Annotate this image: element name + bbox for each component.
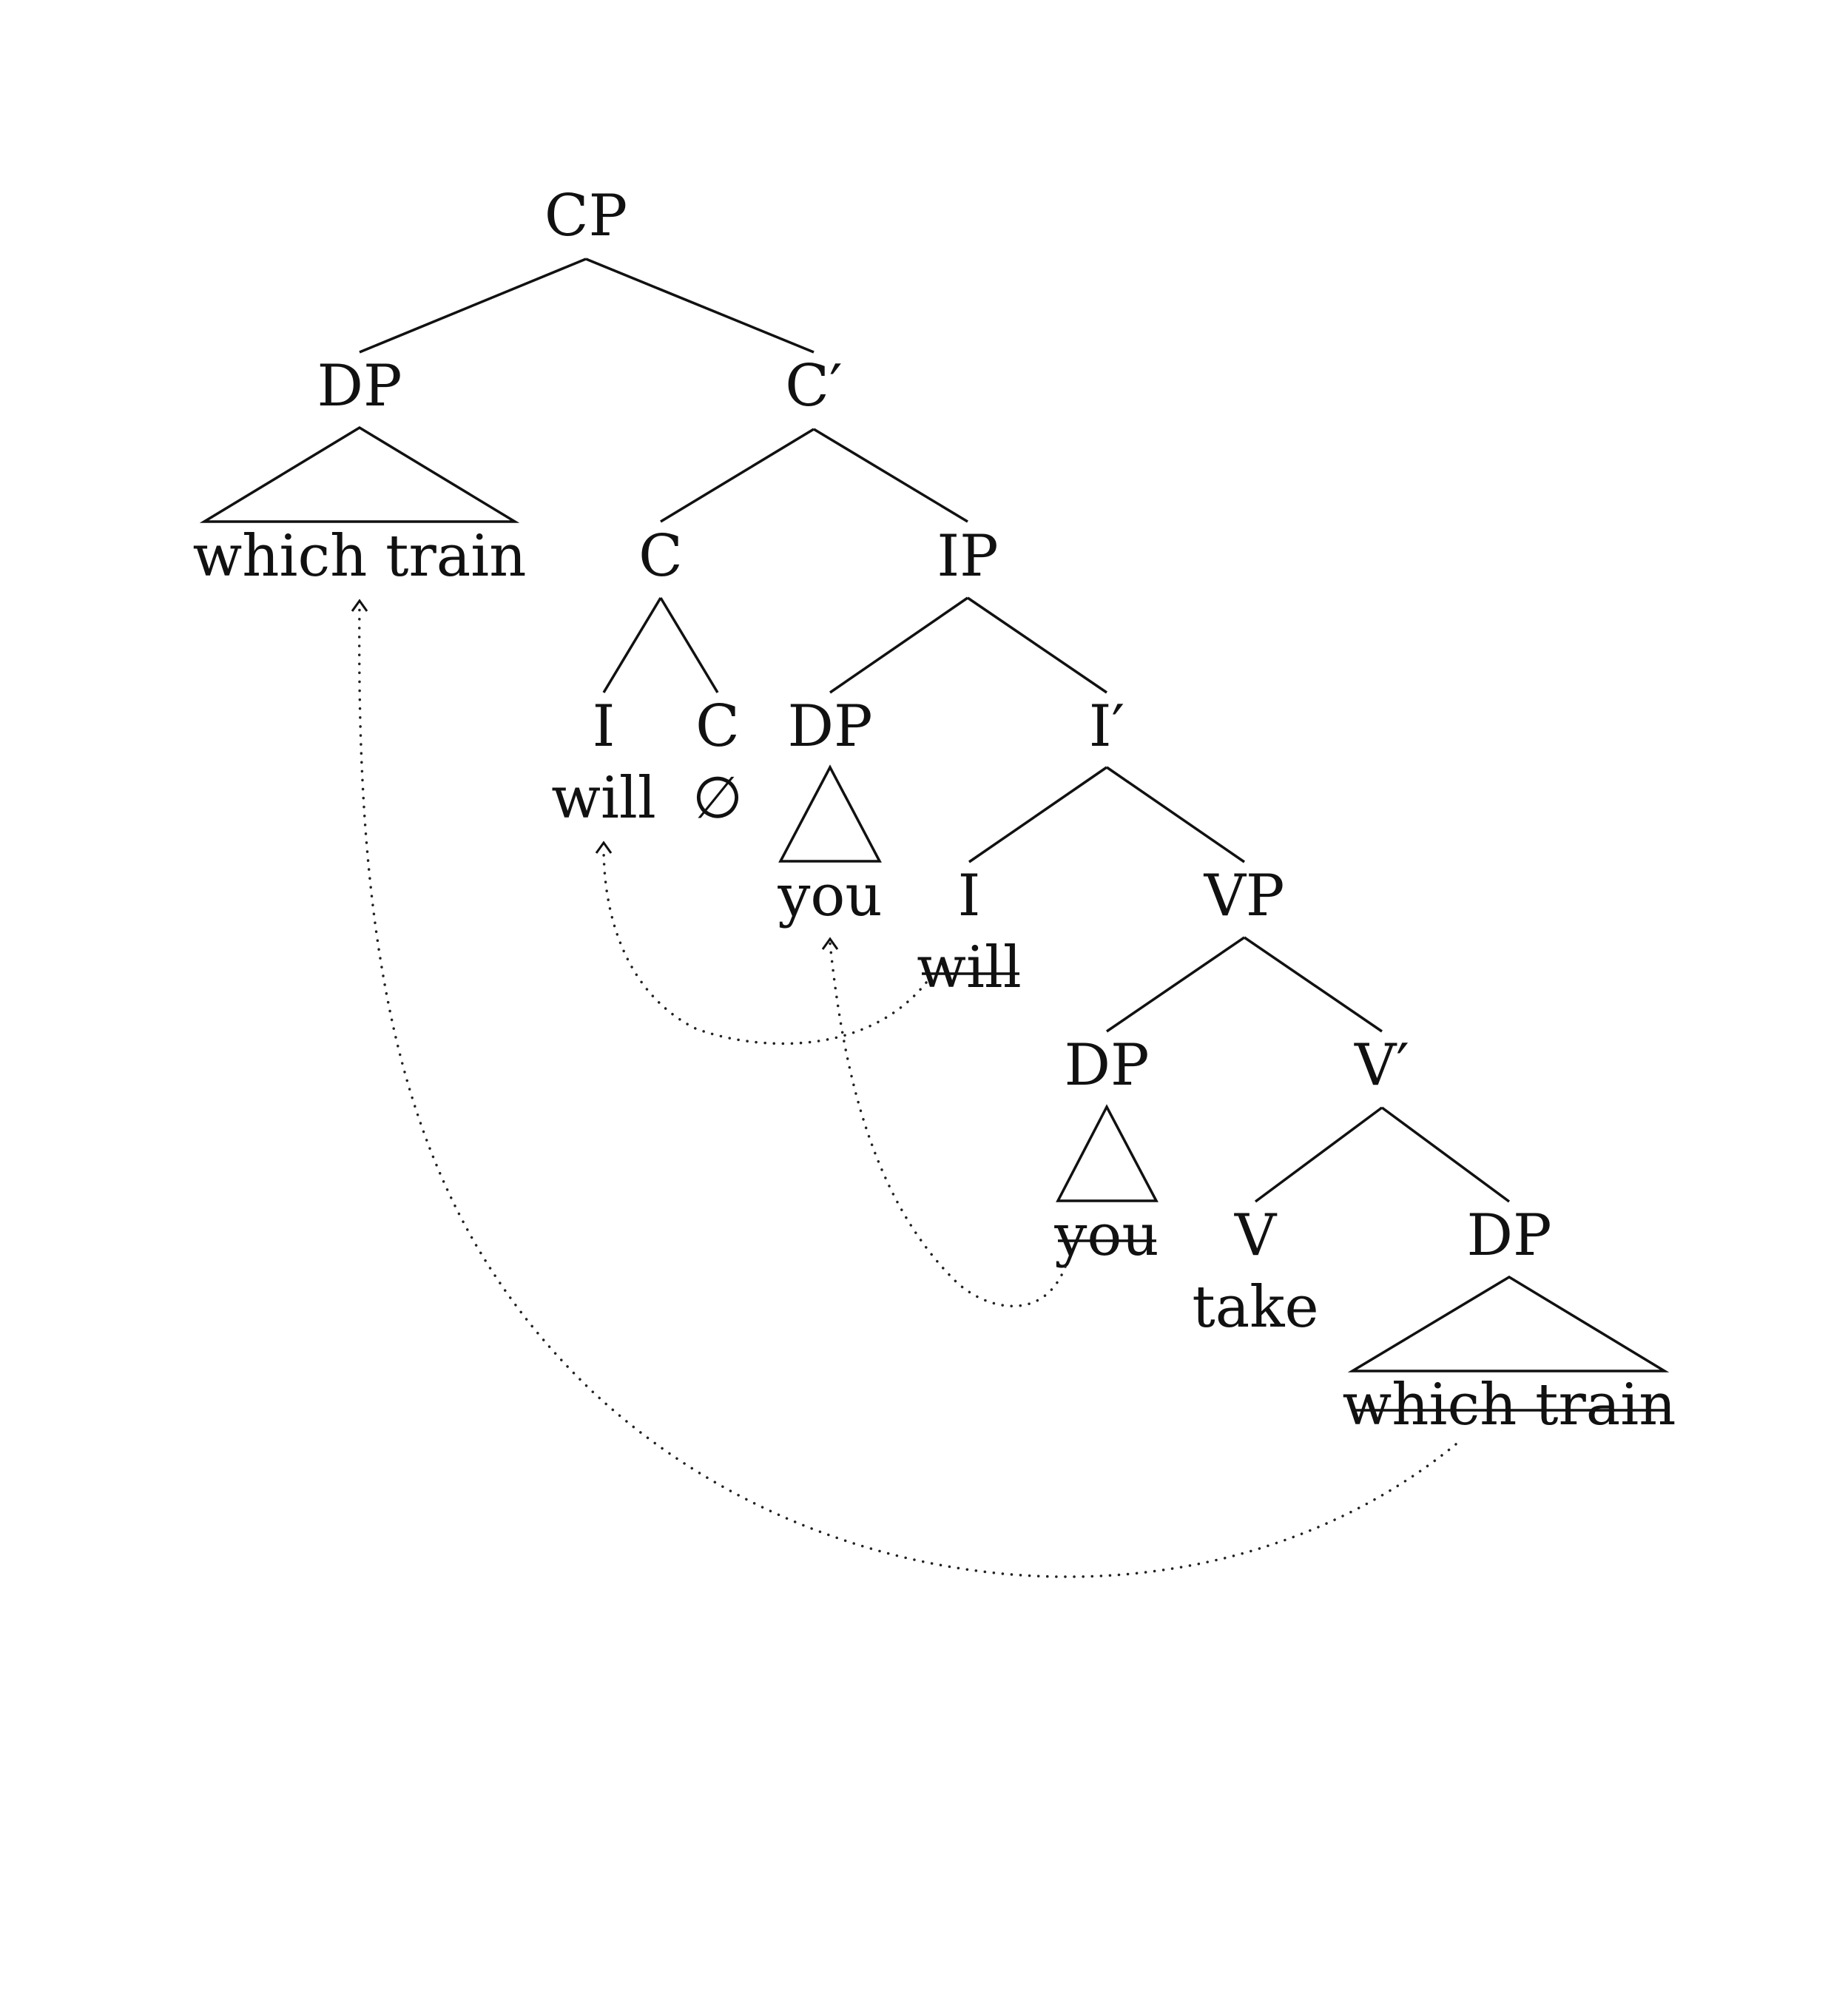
node-i-word-trace: will (917, 934, 1022, 1001)
node-obj-dp-yield-trace: which train (1343, 1372, 1676, 1438)
node-i: I (958, 863, 981, 929)
edge-c-c (659, 597, 719, 693)
movement-path-wh (357, 604, 1457, 1578)
edge-cp-dp (359, 257, 587, 354)
node-ip-dp-yield: you (777, 863, 882, 929)
edge-ip-ibar (967, 596, 1107, 694)
edge-vbar-dp (1380, 1106, 1511, 1203)
edge-vp-vbar (1244, 936, 1383, 1033)
node-cp: CP (544, 183, 627, 249)
triangle-vp-dp (1056, 1104, 1159, 1202)
edge-ibar-vp (1106, 766, 1245, 863)
triangle-obj-dp (1347, 1275, 1670, 1372)
node-c-i: I (593, 693, 616, 760)
node-c-c-word: ∅ (692, 765, 743, 832)
node-c: C (638, 523, 683, 590)
node-c-c: C (695, 693, 740, 760)
movement-path-will (602, 846, 928, 1045)
edge-cbar-c (660, 428, 815, 523)
node-c-i-word: will (551, 765, 656, 832)
edge-vp-dp (1106, 936, 1245, 1033)
node-ip: IP (937, 523, 998, 590)
node-vp: VP (1204, 863, 1285, 929)
node-obj-dp: DP (1466, 1202, 1551, 1269)
edge-ip-dp (829, 596, 968, 694)
arrowhead-will (595, 841, 613, 854)
edge-vbar-v (1254, 1106, 1383, 1203)
node-i-bar: I′ (1089, 693, 1125, 760)
node-c-bar: C′ (785, 353, 842, 420)
node-ip-dp: DP (787, 693, 872, 760)
node-v: V (1234, 1202, 1278, 1269)
edge-cp-cbar (585, 257, 815, 354)
triangle-ip-dp (778, 764, 882, 863)
arrowhead-wh (351, 599, 368, 612)
node-dp-spec: DP (317, 353, 402, 420)
arrowhead-you (821, 937, 839, 950)
edge-c-i (602, 597, 662, 693)
node-vp-dp-yield-trace: you (1053, 1202, 1159, 1269)
tree-edges (359, 257, 1511, 1203)
node-v-bar: V′ (1354, 1032, 1409, 1099)
node-dp-spec-yield: which train (193, 523, 527, 590)
roof-triangles (199, 425, 1670, 1372)
node-v-word: take (1192, 1274, 1318, 1341)
edge-cbar-ip (813, 428, 968, 523)
edge-ibar-i (968, 766, 1107, 863)
node-vp-dp: DP (1064, 1032, 1149, 1099)
triangle-spec-dp (199, 425, 520, 523)
